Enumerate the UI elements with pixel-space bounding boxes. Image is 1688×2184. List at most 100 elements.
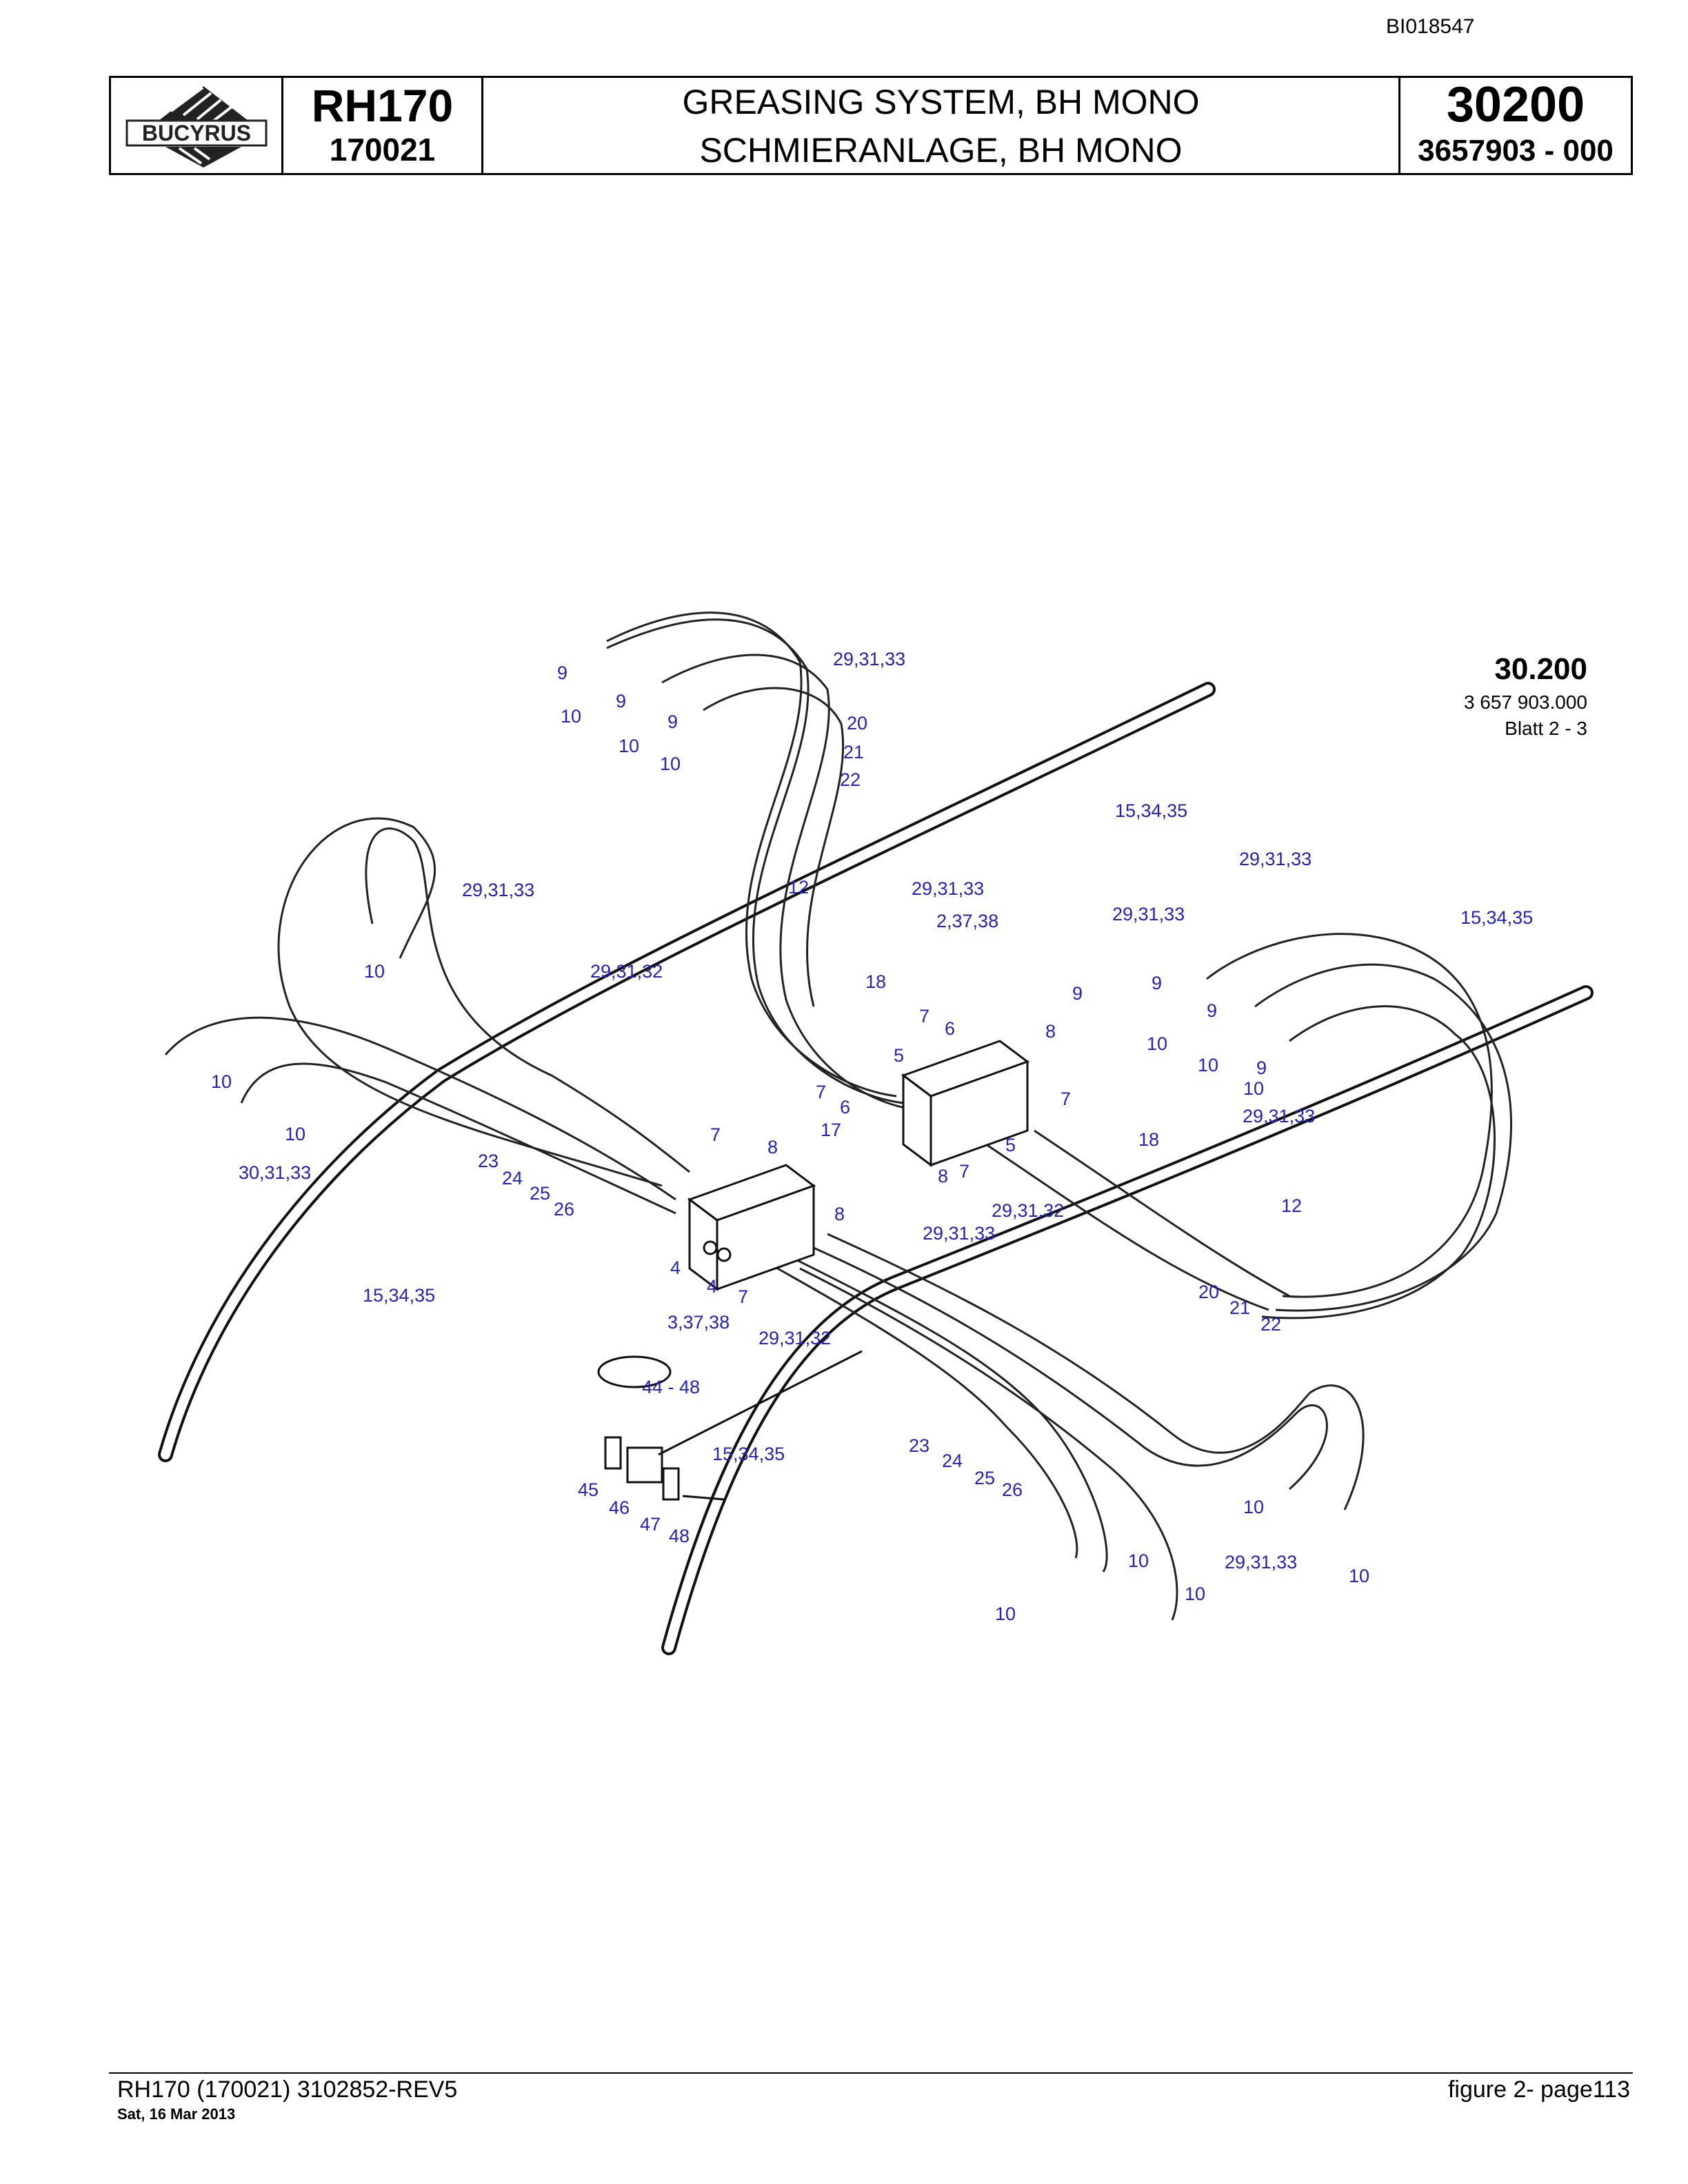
distributor-blocks bbox=[687, 1040, 1030, 1291]
callout: 12 bbox=[1281, 1195, 1302, 1216]
boom-pipe-right bbox=[661, 985, 1594, 1655]
callout: 17 bbox=[821, 1120, 841, 1140]
callout: 10 bbox=[1185, 1584, 1205, 1604]
section-number: 30200 bbox=[1446, 77, 1585, 132]
callout: 29,31,33 bbox=[1243, 1106, 1315, 1126]
footer-date: Sat, 16 Mar 2013 bbox=[117, 2105, 236, 2123]
section-cell: 30200 3657903 - 000 bbox=[1400, 78, 1631, 173]
callout: 7 bbox=[959, 1161, 969, 1182]
callout: 26 bbox=[1002, 1479, 1023, 1500]
callout: 20 bbox=[1198, 1282, 1219, 1302]
diagram-ref-number: 30.200 bbox=[1494, 652, 1587, 686]
model-cell: RH170 170021 bbox=[283, 78, 483, 173]
diagram-sheet: Blatt 2 - 3 bbox=[1505, 718, 1587, 739]
callout: 10 bbox=[561, 706, 581, 727]
callout: 4 bbox=[707, 1276, 717, 1297]
callout: 7 bbox=[816, 1082, 826, 1102]
callout: 6 bbox=[840, 1097, 850, 1118]
callout: 3,37,38 bbox=[667, 1312, 730, 1333]
title-cell: GREASING SYSTEM, BH MONO SCHMIERANLAGE, … bbox=[483, 78, 1400, 173]
callout: 21 bbox=[1229, 1297, 1250, 1318]
callout: 10 bbox=[285, 1124, 305, 1144]
callout: 29,31,33 bbox=[1112, 904, 1185, 924]
callout: 29,31,32 bbox=[992, 1200, 1064, 1221]
callout: 8 bbox=[767, 1137, 778, 1157]
title-english: GREASING SYSTEM, BH MONO bbox=[682, 83, 1200, 121]
callout: 48 bbox=[669, 1526, 690, 1546]
callout: 25 bbox=[530, 1183, 550, 1204]
callout: 7 bbox=[710, 1124, 721, 1145]
callout: 20 bbox=[847, 713, 867, 734]
callout: 29,31,32 bbox=[758, 1328, 831, 1348]
callout: 10 bbox=[364, 961, 385, 982]
callout: 7 bbox=[1061, 1089, 1071, 1109]
callout: 5 bbox=[1005, 1135, 1016, 1155]
callout: 18 bbox=[1138, 1129, 1159, 1150]
footer-page: figure 2- page113 bbox=[1447, 2076, 1630, 2103]
company-logo: BUCYRUS bbox=[111, 78, 283, 173]
logo-wordmark: BUCYRUS bbox=[141, 121, 250, 145]
callout: 10 bbox=[1128, 1550, 1149, 1571]
callout: 44 - 48 bbox=[642, 1377, 700, 1397]
callout: 8 bbox=[1045, 1021, 1056, 1042]
callout: 29,31,33 bbox=[1239, 849, 1312, 869]
callout: 9 bbox=[1256, 1058, 1267, 1078]
callout: 10 bbox=[1198, 1055, 1218, 1075]
callout: 8 bbox=[834, 1204, 845, 1224]
callout: 15,34,35 bbox=[363, 1285, 435, 1306]
callout: 22 bbox=[1260, 1314, 1281, 1335]
callout: 30,31,33 bbox=[239, 1162, 311, 1183]
callout: 7 bbox=[738, 1286, 748, 1307]
footer-reference: RH170 (170021) 3102852-REV5 bbox=[117, 2076, 458, 2103]
title-german: SCHMIERANLAGE, BH MONO bbox=[699, 131, 1183, 170]
callout: 9 bbox=[616, 691, 626, 711]
boom-pipe-upper bbox=[158, 682, 1216, 1462]
callout: 9 bbox=[1207, 1000, 1217, 1021]
callout: 15,34,35 bbox=[1115, 800, 1187, 821]
callout: 29,31,32 bbox=[590, 961, 663, 982]
diagram-ref-code: 3 657 903.000 bbox=[1464, 691, 1587, 713]
grease-hoses bbox=[164, 611, 1513, 1621]
callout: 15,34,35 bbox=[1460, 907, 1533, 928]
callout: 29,31,33 bbox=[462, 880, 534, 900]
callout: 23 bbox=[909, 1435, 930, 1456]
callout: 9 bbox=[1152, 973, 1162, 993]
callout: 47 bbox=[640, 1514, 661, 1535]
callout: 23 bbox=[478, 1151, 499, 1171]
bucyrus-logo-icon: BUCYRUS bbox=[125, 86, 267, 168]
callout: 46 bbox=[609, 1497, 630, 1518]
callout: 10 bbox=[1243, 1078, 1264, 1099]
callout: 21 bbox=[843, 742, 864, 762]
callout: 10 bbox=[619, 736, 639, 756]
callout: 7 bbox=[919, 1006, 930, 1027]
clamp-assembly bbox=[597, 1350, 863, 1501]
callout: 10 bbox=[995, 1604, 1016, 1624]
callout: 9 bbox=[667, 711, 678, 732]
callout: 29,31,33 bbox=[1225, 1552, 1297, 1573]
callout: 22 bbox=[840, 769, 861, 790]
callout: 12 bbox=[788, 877, 809, 898]
callout: 9 bbox=[1072, 983, 1083, 1004]
callout: 9 bbox=[557, 663, 567, 683]
callout: 10 bbox=[1349, 1566, 1369, 1586]
part-number: 3657903 - 000 bbox=[1418, 134, 1614, 168]
callout: 8 bbox=[938, 1166, 948, 1186]
callout: 10 bbox=[660, 754, 681, 774]
callout: 10 bbox=[211, 1071, 232, 1092]
callout: 25 bbox=[974, 1468, 995, 1488]
callout: 18 bbox=[865, 971, 886, 992]
part-callouts: 9 10 9 10 9 10 29,31,33 20 21 22 15,34,3… bbox=[211, 649, 1533, 1624]
serial-number: 170021 bbox=[329, 132, 436, 168]
model-name: RH170 bbox=[311, 80, 454, 131]
footer-rule bbox=[109, 2072, 1633, 2074]
callout: 45 bbox=[578, 1479, 599, 1500]
callout: 2,37,38 bbox=[936, 911, 998, 931]
document-id: BI018547 bbox=[1386, 15, 1475, 38]
callout: 10 bbox=[1243, 1497, 1264, 1517]
callout: 29,31,33 bbox=[833, 649, 905, 669]
title-block: BUCYRUS RH170 170021 GREASING SYSTEM, BH… bbox=[109, 76, 1633, 175]
callout: 29,31,33 bbox=[923, 1223, 995, 1244]
callout: 29,31,33 bbox=[912, 878, 984, 899]
callout: 6 bbox=[945, 1018, 955, 1039]
